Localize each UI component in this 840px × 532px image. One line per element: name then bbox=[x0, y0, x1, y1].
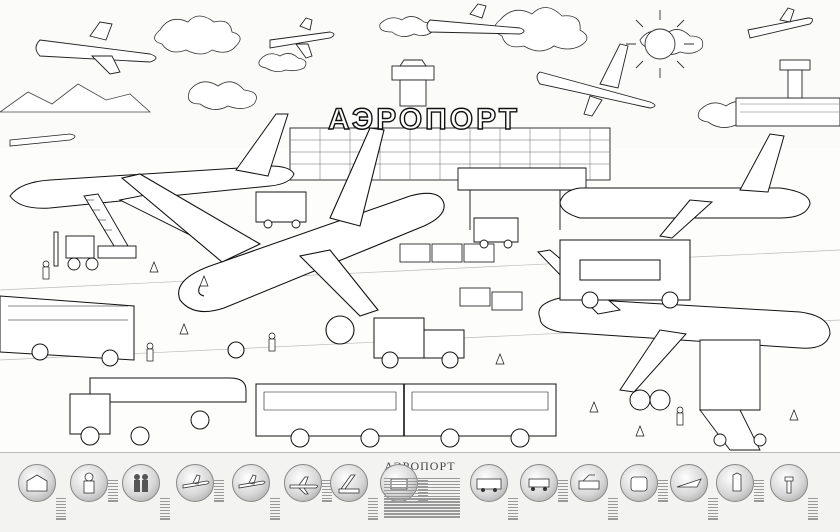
traffic-cones bbox=[149, 261, 799, 437]
legend-caption bbox=[754, 478, 764, 510]
legend-item-tanker-icon bbox=[620, 464, 658, 502]
ground-staff bbox=[42, 260, 684, 426]
flying-planes bbox=[35, 3, 813, 117]
legend-item-bus-icon bbox=[470, 464, 508, 502]
baggage-carts bbox=[399, 243, 523, 311]
airliner-right bbox=[559, 133, 811, 239]
articulated-bus bbox=[255, 383, 557, 448]
legend-item-baggage-cart-icon bbox=[520, 464, 558, 502]
fuel-tanker bbox=[69, 377, 247, 446]
legend-caption bbox=[322, 478, 332, 510]
control-tower bbox=[391, 59, 435, 107]
service-van bbox=[473, 217, 519, 249]
legend-item-fuel-truck-icon bbox=[716, 464, 754, 502]
legend-item-airplane-icon bbox=[176, 464, 214, 502]
legend-caption bbox=[418, 478, 428, 510]
legend-caption bbox=[108, 478, 118, 510]
legend-caption bbox=[270, 496, 280, 528]
legend-item-ladder-truck-icon bbox=[330, 464, 368, 502]
legend-caption bbox=[214, 478, 224, 510]
legend-caption bbox=[558, 478, 568, 510]
forklift bbox=[53, 231, 99, 271]
legend-caption bbox=[808, 496, 818, 528]
legend-caption bbox=[160, 496, 170, 528]
legend-item-airliner-icon bbox=[284, 464, 322, 502]
left-bus bbox=[0, 295, 135, 367]
legend-item-crew-icon bbox=[122, 464, 160, 502]
legend-item-airplane-icon bbox=[232, 464, 270, 502]
legend-item-dispatcher-icon bbox=[70, 464, 108, 502]
legend-item-hangar-icon bbox=[18, 464, 56, 502]
legend-item-loader-icon bbox=[570, 464, 608, 502]
legend-caption bbox=[708, 496, 718, 528]
legend-caption bbox=[658, 478, 668, 510]
right-terminal bbox=[735, 59, 840, 127]
tow-tractor bbox=[559, 239, 691, 309]
legend-caption bbox=[368, 496, 378, 528]
legend-description bbox=[384, 476, 460, 528]
legend-caption bbox=[508, 496, 518, 528]
poster-title: АЭРОПОРТ bbox=[327, 102, 521, 136]
stairs-bottom-right bbox=[699, 339, 767, 451]
mountains bbox=[0, 83, 152, 113]
airliner-center bbox=[120, 127, 445, 359]
legend-caption bbox=[56, 496, 66, 528]
tractor-truck bbox=[373, 317, 465, 369]
legend-caption bbox=[608, 496, 618, 528]
sun bbox=[626, 10, 694, 78]
airport-scene bbox=[0, 3, 840, 451]
legend-item-tower-icon bbox=[770, 464, 808, 502]
stairs-truck bbox=[83, 193, 137, 259]
distant-plane bbox=[9, 133, 76, 147]
legend-item-wing-icon bbox=[670, 464, 708, 502]
small-bus bbox=[255, 191, 307, 229]
